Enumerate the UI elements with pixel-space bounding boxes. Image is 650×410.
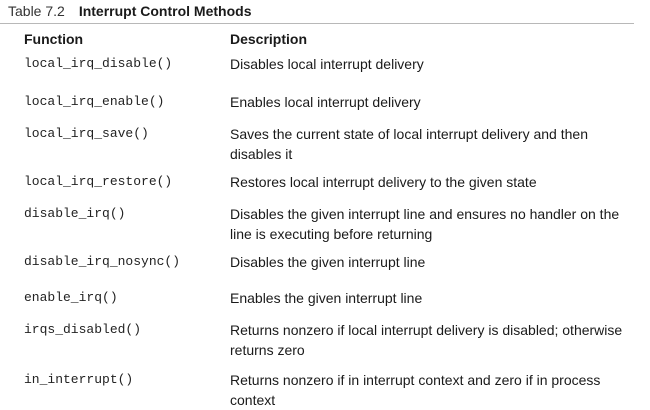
function-name: in_interrupt() (24, 372, 134, 387)
function-name: local_irq_restore() (24, 174, 173, 189)
function-description: Disables the given interrupt line and en… (230, 206, 620, 242)
column-header-description: Description (230, 31, 308, 47)
function-description: Returns nonzero if local interrupt deliv… (230, 322, 623, 358)
function-name: local_irq_save() (24, 126, 149, 141)
function-name: disable_irq() (24, 206, 126, 221)
function-name: disable_irq_nosync() (24, 254, 181, 269)
function-description: Returns nonzero if in interrupt context … (230, 372, 601, 408)
function-description: Disables local interrupt delivery (230, 56, 424, 72)
caption-rule (0, 23, 634, 24)
function-description: Disables the given interrupt line (230, 254, 426, 270)
function-name: local_irq_disable() (24, 56, 173, 71)
function-description: Enables local interrupt delivery (230, 94, 421, 110)
function-name: irqs_disabled() (24, 322, 142, 337)
table-title: Interrupt Control Methods (78, 3, 252, 19)
function-description: Restores local interrupt delivery to the… (230, 174, 537, 190)
table-number: Table 7.2 (8, 3, 65, 19)
table-caption: Table 7.2 Interrupt Control Methods (8, 2, 251, 22)
function-description: Saves the current state of local interru… (230, 126, 588, 162)
function-name: enable_irq() (24, 290, 118, 305)
column-header-function: Function (24, 31, 84, 47)
function-name: local_irq_enable() (24, 94, 165, 109)
function-description: Enables the given interrupt line (230, 290, 423, 306)
